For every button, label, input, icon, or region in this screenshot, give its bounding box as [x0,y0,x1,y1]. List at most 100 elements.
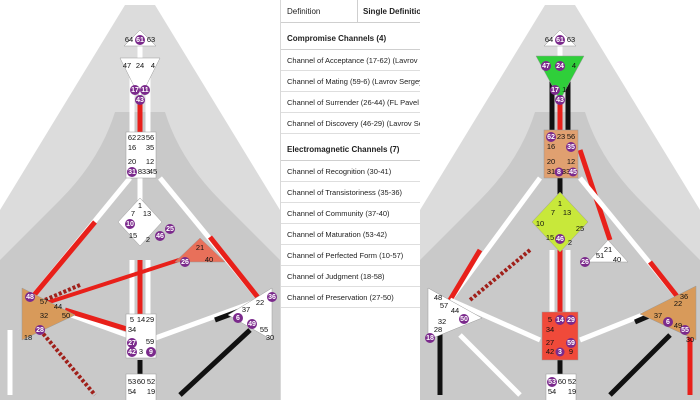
gate-52: 52 [568,377,576,386]
gate-54: 54 [128,387,136,396]
root-center[interactable] [125,373,157,400]
channel-item[interactable]: Channel of Mating (59-6) (Lavrov Sergey … [281,71,473,92]
ajna-center[interactable] [119,57,161,99]
g-center[interactable] [531,191,589,253]
channel-item[interactable]: Channel of Transistoriness (35-36) [281,182,473,203]
compromise-channels-header[interactable]: Compromise Channels (4) [281,27,473,50]
gate-3-marker[interactable] [555,347,565,357]
gate-11-marker[interactable] [140,85,150,95]
gate-14-marker[interactable] [555,315,565,325]
gate-47: 47 [542,63,550,70]
bodygraph-left: 64 61 63 47 24 4 17 11 43 62 23 56 16 35… [0,0,280,400]
gate-36: 36 [680,292,688,301]
channel-item[interactable]: Channel of Acceptance (17-62) (Lavrov Se… [281,50,473,71]
gate-50-marker[interactable] [459,314,469,324]
gate-6-marker[interactable] [233,313,243,323]
gate-8: 8 [138,167,142,176]
gate-5: 5 [130,315,134,324]
gate-31: 31 [547,167,555,176]
spleen-center[interactable] [427,287,483,341]
gate-56: 56 [146,133,154,142]
gate-63: 63 [147,35,155,44]
gate-24-marker[interactable] [555,61,565,71]
gate-53-marker[interactable] [547,377,557,387]
gate-35: 35 [567,144,575,151]
gate-17-marker[interactable] [550,85,560,95]
gate-33: 33 [142,167,150,176]
gate-50: 50 [460,316,468,323]
gate-47-marker[interactable] [541,61,551,71]
gate-3: 3 [558,349,562,356]
gate-53: 53 [548,379,556,386]
gate-18: 18 [24,333,32,342]
gate-52: 52 [147,377,155,386]
gate-61-marker[interactable] [555,35,565,45]
gate-25-marker[interactable] [165,224,175,234]
gate-6-marker[interactable] [663,317,673,327]
gate-8-marker[interactable] [554,167,564,177]
gate-43-marker[interactable] [555,95,565,105]
channel-item[interactable]: Channel of Maturation (53-42) [281,224,473,245]
gate-61-marker[interactable] [135,35,145,45]
gate-28-marker[interactable] [35,325,45,335]
ego-center[interactable] [174,237,226,263]
definition-row: Definition Single Definition [281,0,473,23]
gate-62: 62 [128,133,136,142]
gate-24: 24 [556,63,564,70]
gate-27: 27 [128,340,136,347]
gate-20: 20 [547,157,555,166]
gate-62-marker[interactable] [546,132,556,142]
channel-item[interactable]: Channel of Judgment (18-58) [281,266,473,287]
gate-46-marker[interactable] [155,231,165,241]
gate-17: 17 [131,87,139,94]
spleen-center[interactable] [21,287,76,341]
channel-item[interactable]: Channel of Community (37-40) [281,203,473,224]
gate-29: 29 [146,315,154,324]
gate-43-marker[interactable] [135,95,145,105]
gate-35-marker[interactable] [566,142,576,152]
gate-26-marker[interactable] [180,257,190,267]
gate-42-marker[interactable] [127,347,137,357]
channel-item[interactable]: Channel of Discovery (46-29) (Lavrov Ser… [281,113,473,134]
gate-23: 23 [137,133,145,142]
root-center[interactable] [545,373,577,400]
gate-48: 48 [434,293,442,302]
gate-31-marker[interactable] [127,167,137,177]
gate-18-marker[interactable] [425,333,435,343]
gate-27-marker[interactable] [127,338,137,348]
gate-42: 42 [546,347,554,356]
gate-48-marker[interactable] [25,292,35,302]
gate-46-marker[interactable] [555,234,565,244]
channel-item[interactable]: Channel of Preservation (27-50) [281,287,473,308]
gate-26-marker[interactable] [580,257,590,267]
gate-45: 45 [149,167,157,176]
gate-45-marker[interactable] [568,167,578,177]
gate-9: 9 [569,347,573,356]
gate-43: 43 [136,97,144,104]
electromagnetic-channels-header[interactable]: Electromagnetic Channels (7) [281,138,473,161]
gate-59-marker[interactable] [566,338,576,348]
gate-37: 37 [654,311,662,320]
bodygraph-right-svg: 64 61 63 47 24 4 17 11 43 62 23 56 16 35… [420,5,700,400]
gate-42: 42 [128,349,136,356]
gate-10-marker[interactable] [125,219,135,229]
gate-55-marker[interactable] [680,325,690,335]
gate-55: 55 [681,327,689,334]
gate-4: 4 [151,61,155,70]
gate-7: 7 [551,208,555,217]
gate-36-marker[interactable] [267,292,277,302]
channel-item[interactable]: Channel of Surrender (26-44) (FL Pavel P… [281,92,473,113]
g-center[interactable] [117,197,163,247]
ego-center[interactable] [587,239,629,263]
gate-63: 63 [567,35,575,44]
gate-29-marker[interactable] [566,315,576,325]
gate-17-marker[interactable] [130,85,140,95]
gate-61: 61 [136,37,144,44]
gate-9-marker[interactable] [146,347,156,357]
gate-13: 13 [143,209,151,218]
gate-61: 61 [556,37,564,44]
gate-49: 49 [248,321,256,328]
channel-item[interactable]: Channel of Perfected Form (10-57) [281,245,473,266]
channel-item[interactable]: Channel of Recognition (30-41) [281,161,473,182]
gate-49-marker[interactable] [247,319,257,329]
